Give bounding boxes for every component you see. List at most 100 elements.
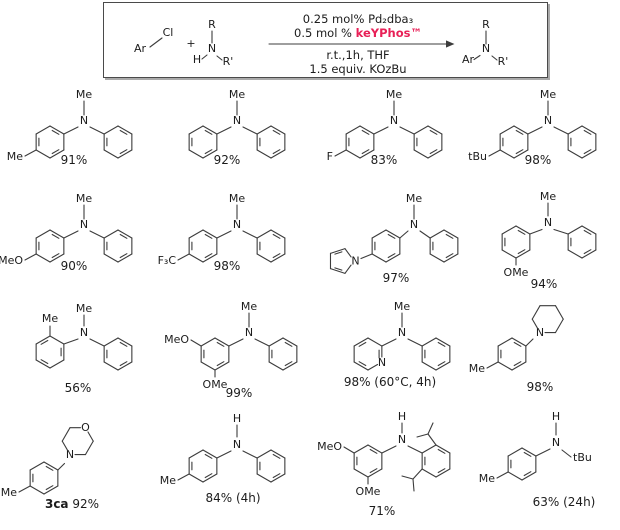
bond bbox=[49, 149, 65, 159]
bond bbox=[51, 233, 60, 239]
bond bbox=[272, 129, 281, 135]
yield-label: 63% (24h) bbox=[533, 495, 596, 509]
substituent-label: F₃C bbox=[158, 254, 177, 267]
bond bbox=[427, 433, 437, 446]
bond bbox=[49, 359, 65, 369]
bond bbox=[381, 445, 397, 454]
bond bbox=[254, 338, 270, 347]
bond bbox=[45, 465, 54, 471]
bond bbox=[371, 229, 387, 239]
bond bbox=[204, 129, 213, 135]
substituent-label: OMe bbox=[504, 266, 529, 279]
bond bbox=[228, 338, 244, 347]
bond bbox=[119, 233, 128, 239]
bond bbox=[272, 453, 281, 459]
bond bbox=[190, 339, 202, 347]
bond bbox=[581, 249, 597, 259]
bond bbox=[435, 361, 451, 371]
atom-label: Me bbox=[540, 88, 556, 101]
bond bbox=[359, 125, 375, 135]
bond bbox=[437, 448, 446, 454]
bond bbox=[272, 233, 281, 239]
atom-label: N bbox=[552, 436, 560, 449]
substituent-label: OMe bbox=[356, 485, 381, 498]
bond bbox=[202, 229, 218, 239]
bond bbox=[359, 149, 375, 159]
atom-label: H bbox=[233, 412, 241, 425]
bond bbox=[214, 337, 230, 347]
bond bbox=[204, 233, 213, 239]
bond bbox=[89, 126, 105, 135]
bond bbox=[35, 335, 51, 345]
bond bbox=[399, 230, 409, 239]
bond bbox=[427, 422, 434, 435]
bond bbox=[367, 444, 383, 454]
h-label: H bbox=[193, 53, 201, 66]
yield-label: 84% (4h) bbox=[205, 491, 260, 505]
atom-label: N bbox=[536, 326, 544, 339]
atom-label: N bbox=[398, 326, 406, 339]
bond bbox=[103, 229, 119, 239]
ring-o-label: O bbox=[81, 421, 90, 434]
bond bbox=[117, 125, 133, 135]
bond bbox=[270, 253, 286, 263]
bond bbox=[49, 125, 65, 135]
bond bbox=[242, 450, 258, 459]
atom-label: Me bbox=[241, 300, 257, 313]
bond bbox=[18, 485, 31, 493]
atom-label: N bbox=[233, 438, 241, 451]
bond bbox=[188, 125, 204, 135]
bond bbox=[61, 427, 71, 442]
cl-label: Cl bbox=[163, 26, 174, 39]
bond bbox=[497, 361, 513, 371]
conditions-line3: r.t.,1h, THF bbox=[326, 48, 389, 62]
bond bbox=[567, 149, 583, 159]
bond bbox=[517, 249, 526, 255]
conditions-line2: 0.5 mol % keYPhos™ bbox=[294, 26, 422, 40]
bond bbox=[581, 125, 597, 135]
bond bbox=[413, 149, 429, 159]
yield-label: 97% bbox=[383, 271, 410, 285]
yield-label: 99% bbox=[226, 386, 253, 400]
bond bbox=[399, 126, 415, 135]
bond bbox=[554, 318, 564, 334]
atom-label: Me bbox=[76, 302, 92, 315]
atom-label: N bbox=[398, 433, 406, 446]
bond bbox=[567, 125, 583, 135]
bond bbox=[437, 341, 446, 347]
n-label: N bbox=[208, 42, 216, 55]
bond bbox=[103, 253, 119, 263]
bond bbox=[416, 433, 429, 438]
substituent-label: Me bbox=[42, 312, 58, 325]
bond bbox=[523, 471, 532, 477]
atom-label: H bbox=[552, 410, 560, 423]
bond bbox=[353, 444, 369, 454]
bond bbox=[200, 337, 216, 347]
r-prime-label: R' bbox=[223, 55, 234, 68]
bond bbox=[554, 305, 564, 320]
atom-label: Me bbox=[76, 192, 92, 205]
bond bbox=[553, 126, 569, 135]
bond bbox=[204, 453, 213, 459]
bond bbox=[521, 471, 537, 481]
bond bbox=[367, 337, 383, 347]
arrow-head bbox=[446, 40, 455, 48]
bond bbox=[87, 431, 94, 442]
bond bbox=[256, 253, 272, 263]
bond bbox=[567, 225, 583, 235]
bond bbox=[427, 125, 443, 135]
yield-label: 56% bbox=[65, 381, 92, 395]
yield-label: 98% bbox=[527, 380, 554, 394]
bond bbox=[103, 337, 119, 347]
